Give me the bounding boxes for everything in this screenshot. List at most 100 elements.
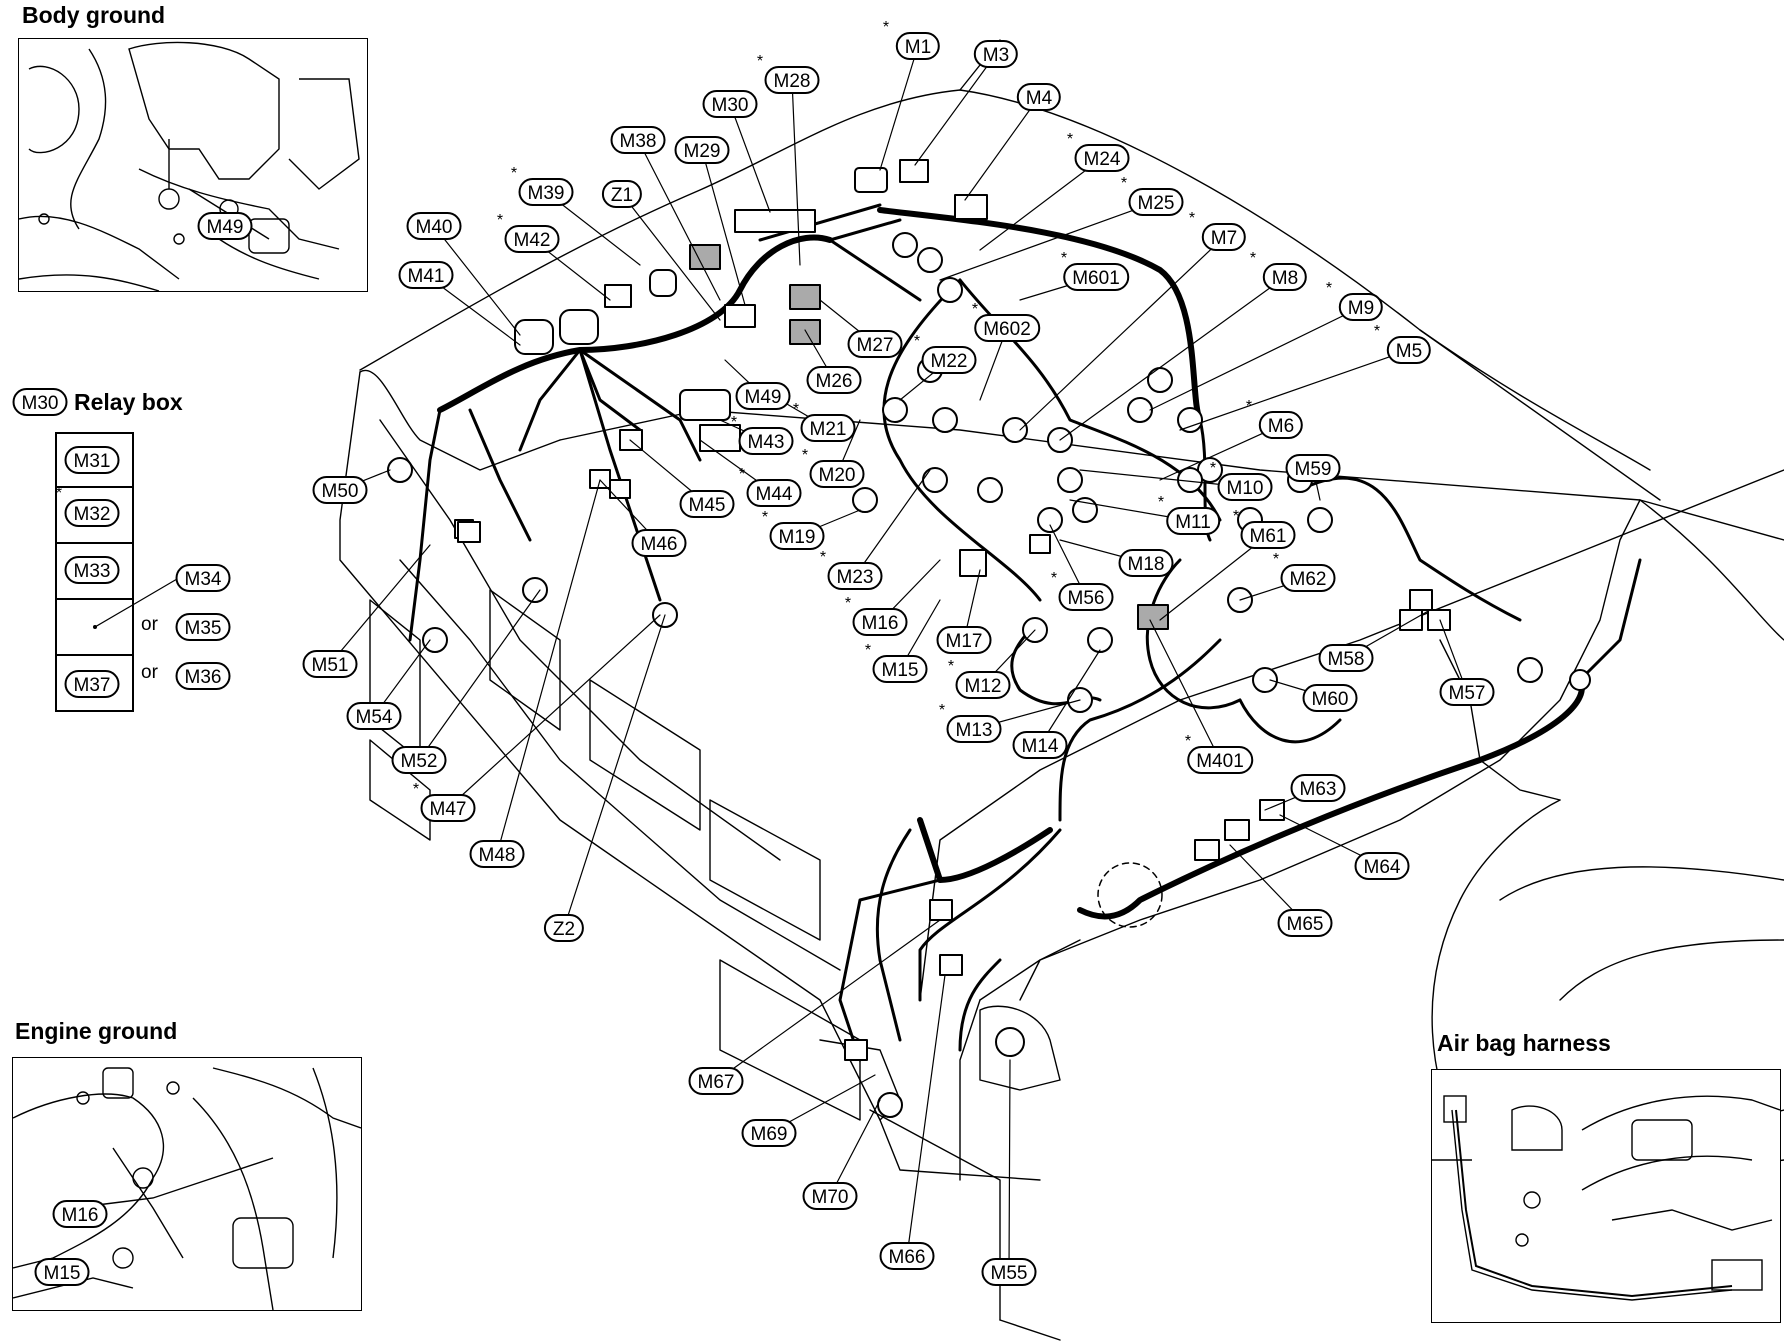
- connector-label-m20: M20: [809, 460, 865, 488]
- connector-label-m19: M19: [769, 522, 825, 550]
- connector-star: *: [844, 595, 852, 612]
- leader-line: [1149, 619, 1221, 761]
- relay-cell-divider: [55, 432, 134, 600]
- body-ground-title: Body ground: [22, 2, 166, 28]
- connector-star: *: [412, 781, 420, 798]
- connector-star: *: [1232, 508, 1240, 525]
- connector-label-m601: M601: [1063, 263, 1129, 291]
- relay-box-ref-label: M30: [12, 388, 68, 416]
- connector-star: *: [1120, 175, 1128, 192]
- body-ground-sketch: [19, 41, 360, 291]
- connector-star: *: [864, 642, 872, 659]
- connector-label-m8: M8: [1262, 263, 1308, 291]
- connector-label-m52: M52: [391, 746, 447, 774]
- leader-line: [1079, 469, 1246, 488]
- connector-star: *: [1245, 398, 1253, 415]
- connector-label-m38: M38: [610, 126, 666, 154]
- leader-line: [621, 193, 721, 321]
- relay-alternative-label: M34: [175, 564, 231, 592]
- connector-label-m16: M16: [852, 608, 908, 636]
- connector-label-m54: M54: [346, 702, 402, 730]
- connector-star: *: [496, 212, 504, 229]
- connector-star: *: [761, 509, 769, 526]
- leader-line: [1008, 1059, 1011, 1273]
- leader-line: [433, 225, 521, 336]
- leader-line: [914, 53, 997, 166]
- relay-alt-leader: [95, 578, 178, 628]
- leader-line: [715, 919, 941, 1082]
- connector-label-m9: M9: [1338, 293, 1384, 321]
- connector-star: *: [1184, 733, 1192, 750]
- connector-star: *: [510, 165, 518, 182]
- engine-ground-connector-label: M15: [34, 1258, 90, 1286]
- body-ground-inset: [18, 38, 368, 292]
- connector-star: *: [1272, 551, 1280, 568]
- connector-star: *: [1060, 250, 1068, 267]
- body-ground-connector-label: M49: [197, 212, 253, 240]
- relay-cell-label: M31: [64, 446, 120, 474]
- leader-line: [1019, 236, 1225, 431]
- air-bag-harness-title: Air bag harness: [1437, 1030, 1611, 1056]
- connector-star: *: [1157, 494, 1165, 511]
- connector-label-m30: M30: [702, 90, 758, 118]
- leader-line: [906, 974, 946, 1257]
- connector-label-m59: M59: [1285, 454, 1341, 482]
- leader-line: [496, 479, 601, 855]
- connector-label-m58: M58: [1318, 644, 1374, 672]
- connector-label-m66: M66: [879, 1242, 935, 1270]
- air-bag-harness-sketch: [1432, 1095, 1780, 1301]
- connector-label-m41: M41: [398, 261, 454, 289]
- relay-cell-label: M37: [64, 670, 120, 698]
- connector-star: *: [756, 53, 764, 70]
- leader-line: [447, 614, 661, 809]
- relay-cell-divider: [55, 432, 134, 656]
- connector-label-m602: M602: [974, 314, 1040, 342]
- connector-label-m57: M57: [1439, 678, 1495, 706]
- connector-label-m15: M15: [872, 655, 928, 683]
- connector-label-m64: M64: [1354, 852, 1410, 880]
- connector-label-m18: M18: [1118, 549, 1174, 577]
- connector-label-m4: M4: [1016, 83, 1062, 111]
- connector-label-m56: M56: [1058, 583, 1114, 611]
- connector-star: *: [1066, 131, 1074, 148]
- connector-label-m42: M42: [504, 225, 560, 253]
- connector-label-m6: M6: [1258, 411, 1304, 439]
- connector-label-m5: M5: [1386, 336, 1432, 364]
- leader-line: [979, 157, 1103, 251]
- connector-label-m67: M67: [688, 1067, 744, 1095]
- connector-label-m39: M39: [518, 178, 574, 206]
- connector-label-m401: M401: [1187, 746, 1253, 774]
- leader-line: [829, 1099, 881, 1197]
- connector-star: *: [730, 414, 738, 431]
- relay-cell-divider: [55, 432, 134, 488]
- connector-label-m27: M27: [847, 330, 903, 358]
- connector-label-m3: M3: [973, 40, 1019, 68]
- relay-cell-star: *: [55, 485, 63, 502]
- connector-label-m63: M63: [1290, 774, 1346, 802]
- connector-label-m14: M14: [1012, 731, 1068, 759]
- connector-label-m11: M11: [1166, 507, 1220, 535]
- leader-line: [329, 544, 431, 665]
- connector-label-z2: Z2: [543, 914, 585, 942]
- connector-label-m46: M46: [631, 529, 687, 557]
- connector-label-m24: M24: [1074, 144, 1130, 172]
- leader-line: [701, 149, 746, 306]
- leader-line: [563, 614, 666, 929]
- connector-label-m1: M1: [895, 32, 941, 60]
- leader-line: [879, 45, 919, 171]
- leader-line: [1159, 534, 1269, 621]
- relay-alternative-label: M35: [175, 613, 231, 641]
- leader-line: [791, 79, 801, 266]
- leader-line: [964, 96, 1040, 201]
- connector-star: *: [1188, 210, 1196, 227]
- leader-line: [1039, 649, 1101, 746]
- relay-box-title: Relay box: [74, 389, 183, 415]
- engine-ground-sketch: [13, 1067, 361, 1310]
- connector-star: *: [792, 401, 800, 418]
- or-text: or: [141, 614, 158, 635]
- connector-star: *: [819, 549, 827, 566]
- leader-line: [729, 103, 771, 213]
- connector-label-m61: M61: [1240, 521, 1296, 549]
